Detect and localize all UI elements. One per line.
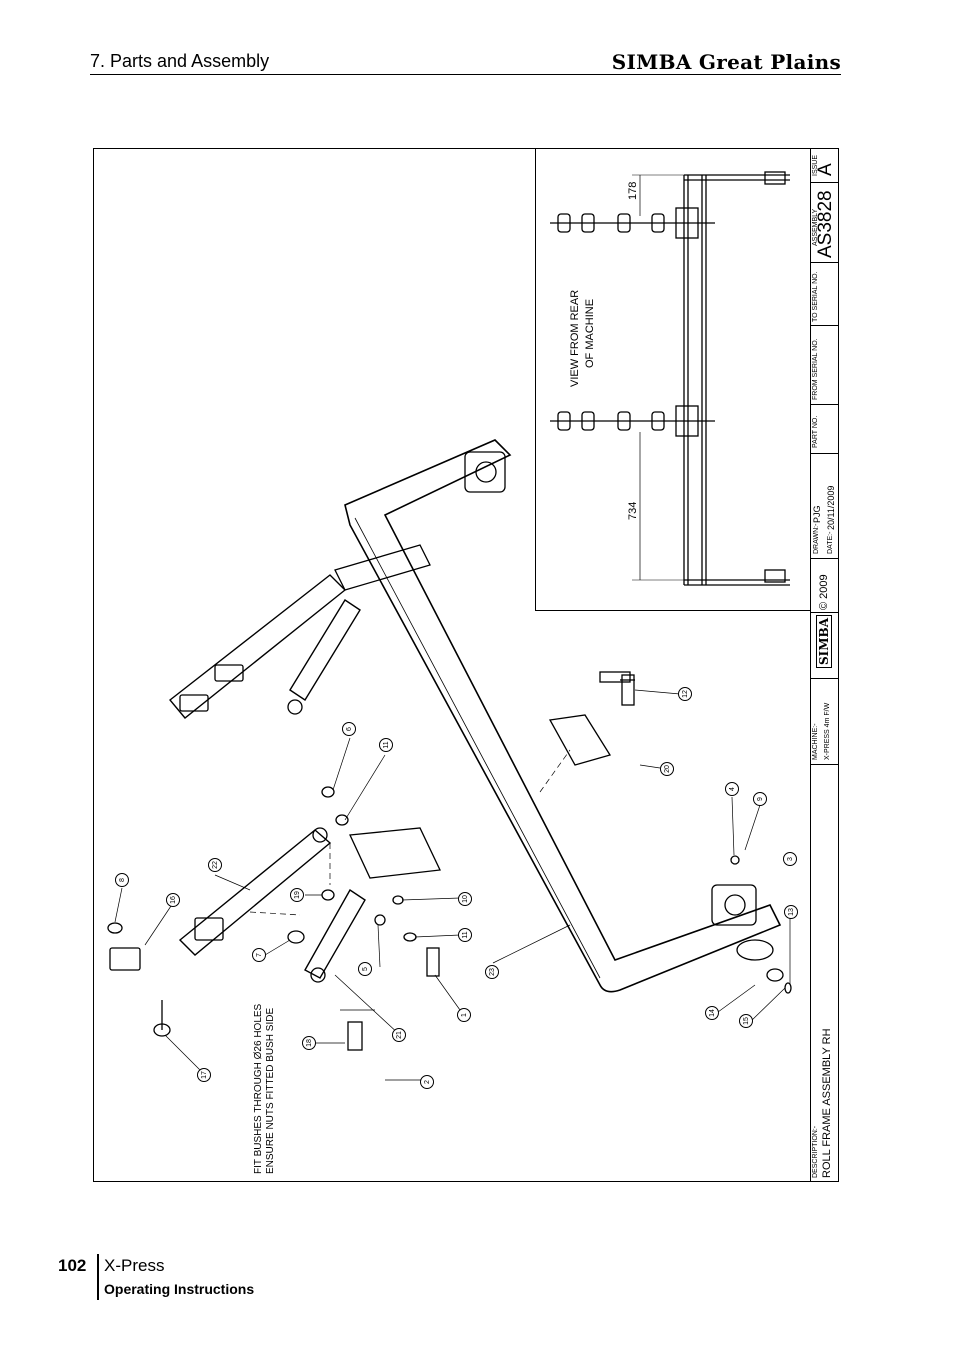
tb-line	[810, 678, 839, 679]
callout-1: 1	[457, 1008, 471, 1022]
tb-line	[810, 404, 839, 405]
section-title: 7. Parts and Assembly	[90, 51, 270, 71]
callout-16: 16	[166, 893, 180, 907]
callout-18: 18	[302, 1036, 316, 1050]
callout-11b: 11	[458, 928, 472, 942]
callout-6: 6	[342, 722, 356, 736]
tb-line	[810, 558, 839, 559]
drawing-frame	[93, 148, 839, 1182]
tb-line	[810, 182, 839, 183]
page-number: 102	[58, 1256, 87, 1275]
callout-23: 23	[485, 965, 499, 979]
tb-line	[810, 325, 839, 326]
tb-line	[810, 262, 839, 263]
callout-3: 3	[783, 852, 797, 866]
callout-21: 21	[392, 1028, 406, 1042]
callout-22: 22	[208, 858, 222, 872]
callout-17: 17	[197, 1068, 211, 1082]
callout-8: 8	[115, 873, 129, 887]
callout-10: 10	[458, 892, 472, 906]
tb-line	[810, 764, 839, 765]
callout-11a: 11	[379, 738, 393, 752]
callout-4: 4	[725, 782, 739, 796]
callout-12: 12	[678, 687, 692, 701]
tb-line	[810, 612, 839, 613]
header-rule	[90, 74, 841, 75]
callout-14: 14	[705, 1006, 719, 1020]
title-block-divider	[810, 148, 811, 1182]
callout-19: 19	[290, 888, 304, 902]
callout-5: 5	[358, 962, 372, 976]
footer-bar	[97, 1254, 99, 1300]
brand-logo: SIMBA Great Plains	[611, 50, 841, 74]
callout-7: 7	[252, 948, 266, 962]
callout-15: 15	[739, 1014, 753, 1028]
callout-2: 2	[420, 1075, 434, 1089]
tb-line	[810, 453, 839, 454]
product-name: X-Press	[104, 1256, 165, 1275]
callout-9: 9	[753, 792, 767, 806]
document-subtitle: Operating Instructions	[104, 1281, 255, 1297]
callout-20: 20	[660, 762, 674, 776]
callout-13: 13	[784, 905, 798, 919]
